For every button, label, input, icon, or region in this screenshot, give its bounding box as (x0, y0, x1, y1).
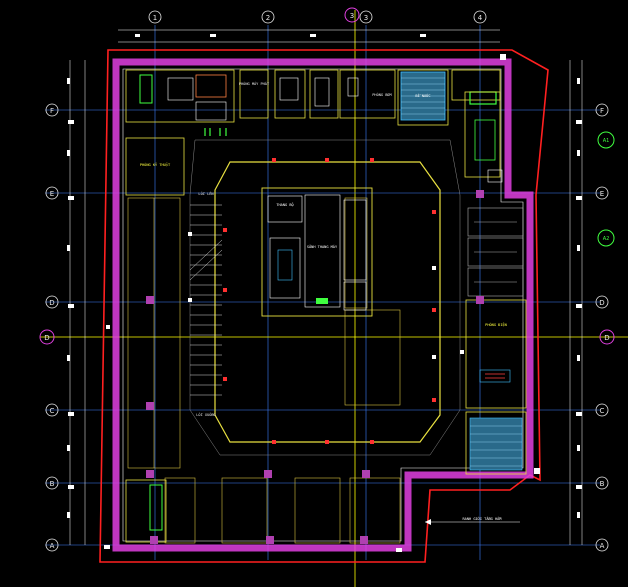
bottom-left-stair (125, 479, 167, 543)
row-bubble-b-left: B (45, 476, 59, 490)
electrical-room: PHÒNG ĐIỆN (465, 299, 527, 409)
dimension-lines (69, 29, 583, 545)
svg-text:E: E (600, 190, 604, 198)
svg-text:PHÒNG BƠM: PHÒNG BƠM (372, 92, 392, 97)
vehicle-ramp (189, 204, 223, 396)
dimension-text-marks (67, 34, 580, 518)
row-bubble-d-right: D (595, 295, 609, 309)
basement-wall (112, 58, 534, 552)
svg-text:B: B (50, 480, 55, 488)
ramp-outline (189, 139, 461, 456)
svg-text:A1: A1 (603, 138, 610, 144)
svg-text:F: F (600, 107, 604, 115)
svg-text:BỂ NƯỚC: BỂ NƯỚC (415, 93, 430, 98)
svg-text:F: F (50, 107, 54, 115)
technical-room: PHÒNG KỸ THUẬT (125, 137, 185, 196)
svg-text:D: D (49, 299, 54, 307)
svg-text:4: 4 (478, 14, 483, 22)
central-core: THANG BỘ SẢNH THANG MÁY (261, 187, 373, 317)
row-bubbles: F E D C B A D F E D C B A D (39, 103, 615, 552)
right-stair (464, 91, 503, 183)
row-axis-bubble-right: D (599, 329, 615, 345)
column-axis-bubble: 3 (344, 7, 360, 23)
svg-text:3: 3 (364, 14, 368, 22)
column-bubbles: 1 2 3 4 3 (148, 7, 487, 24)
column-bubble-2: 2 (261, 10, 275, 24)
pump-room: PHÒNG BƠM (279, 77, 393, 107)
svg-text:2: 2 (266, 14, 270, 22)
top-service-rooms (125, 69, 501, 126)
column-bubble-1: 1 (148, 10, 162, 24)
ramp-up-label: LỐI LÊN (198, 191, 213, 196)
generator-room: PHÒNG MÁY PHÁT (139, 74, 270, 121)
svg-text:C: C (50, 407, 55, 415)
row-bubble-c-left: C (45, 403, 59, 417)
svg-text:A2: A2 (603, 236, 610, 242)
structural-columns (223, 158, 436, 444)
right-parking-stalls (467, 207, 524, 297)
parking-stalls-center-left (344, 197, 401, 406)
svg-text:3: 3 (350, 12, 354, 20)
row-bubble-c-right: C (595, 403, 609, 417)
wall-columns (146, 190, 484, 544)
annotation-tags (68, 54, 582, 552)
ramp-down-label: LỐI XUỐNG (196, 412, 215, 417)
bottom-right-tank (465, 411, 527, 475)
row-bubble-f-right: F (595, 103, 609, 117)
svg-text:E: E (50, 190, 54, 198)
basement-boundary-callout: RANH GIỚI TẦNG HẦM (425, 516, 520, 525)
parking-stalls-bottom (164, 477, 401, 544)
svg-text:D: D (599, 299, 604, 307)
svg-text:PHÒNG ĐIỆN: PHÒNG ĐIỆN (485, 322, 507, 327)
row-bubble-e-left: E (45, 186, 59, 200)
column-bubble-3: 3 (359, 10, 373, 24)
svg-text:B: B (600, 480, 605, 488)
water-tank: BỂ NƯỚC (400, 71, 446, 121)
row-bubble-d-left: D (45, 295, 59, 309)
row-bubble-e-right: E (595, 186, 609, 200)
svg-text:1: 1 (153, 14, 157, 22)
svg-text:D: D (604, 334, 609, 342)
svg-text:SẢNH THANG MÁY: SẢNH THANG MÁY (307, 244, 338, 249)
svg-text:PHÒNG KỸ THUẬT: PHÒNG KỸ THUẬT (140, 162, 171, 167)
svg-text:RANH GIỚI TẦNG HẦM: RANH GIỚI TẦNG HẦM (463, 516, 503, 521)
parking-stalls-left (127, 197, 181, 469)
svg-text:A: A (50, 542, 55, 550)
svg-text:THANG BỘ: THANG BỘ (276, 202, 293, 207)
section-tag-a1: A1 (597, 131, 615, 149)
column-bubble-4: 4 (473, 10, 487, 24)
row-bubble-b-right: B (595, 476, 609, 490)
svg-text:PHÒNG MÁY PHÁT: PHÒNG MÁY PHÁT (239, 81, 270, 86)
svg-text:D: D (44, 334, 49, 342)
svg-text:C: C (600, 407, 605, 415)
row-bubble-f-left: F (45, 103, 59, 117)
row-axis-bubble-left: D (39, 329, 55, 345)
svg-text:A: A (600, 542, 605, 550)
row-bubble-a-left: A (45, 538, 59, 552)
row-bubble-a-right: A (595, 538, 609, 552)
section-tag-a2: A2 (597, 229, 615, 247)
